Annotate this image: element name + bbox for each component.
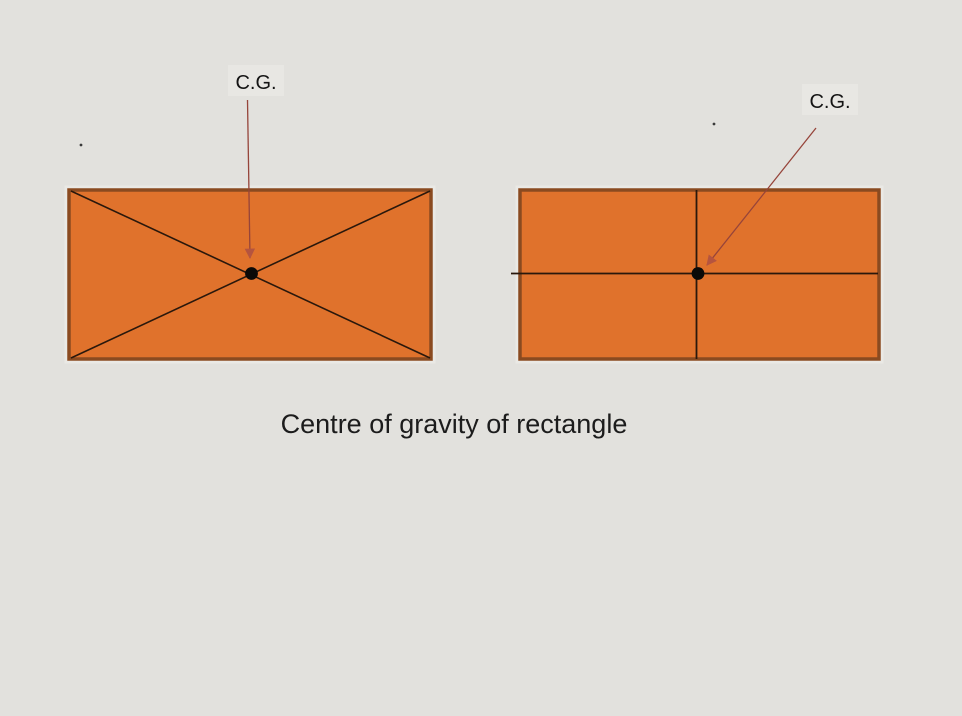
- right-cg-label: C.G.: [809, 91, 850, 113]
- left-cg-label: C.G.: [235, 72, 276, 94]
- right-cg-dot: [691, 267, 705, 280]
- speck-right: [712, 122, 716, 126]
- left-cg-label-background: [228, 65, 284, 96]
- right-cg-label-background: [802, 84, 858, 115]
- right-figure: C.G.: [511, 84, 884, 364]
- left-cg-dot: [245, 267, 258, 280]
- left-figure: C.G.: [64, 65, 436, 364]
- caption: Centre of gravity of rectangle: [281, 409, 628, 439]
- left-cg-arrow: [244, 99, 256, 260]
- speck-left: [79, 143, 83, 147]
- right-cg-arrow: [706, 127, 817, 266]
